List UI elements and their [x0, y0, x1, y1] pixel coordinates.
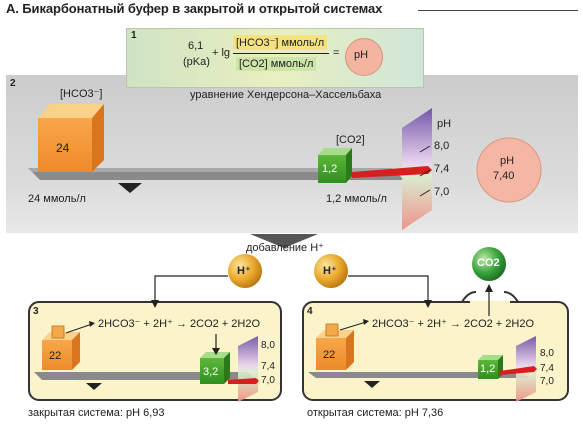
open-co2-top [478, 355, 503, 360]
ph-result-big-circle [476, 137, 542, 203]
closed-caption: закрытая система: pH 6,93 [28, 407, 165, 419]
closed-arrowhead-chip [89, 321, 95, 327]
open-co2-cube [478, 360, 498, 379]
open-arrowhead-chip [363, 319, 369, 325]
co2-cube-top [318, 148, 352, 155]
tick-8-0 [419, 145, 431, 153]
open-caption: открытая система: pH 7,36 [307, 407, 444, 419]
escape-lip-left [461, 291, 477, 303]
h-ion-ball-right [314, 254, 348, 288]
arrow-h-right [348, 275, 429, 302]
closed-co2-side [224, 352, 230, 384]
arrowhead-co2-up [485, 284, 493, 292]
closed-ph-strip [238, 336, 258, 402]
closed-reaction: 2HCO3⁻ + 2H⁺ → 2CO2 + 2H2O [98, 318, 261, 330]
co2-ball-label: CO2 [477, 257, 500, 269]
addition-label: добавление H⁺ [246, 242, 324, 254]
open-hco3-value: 22 [323, 349, 336, 361]
co2-concentration: 1,2 ммоль/л [326, 193, 387, 205]
hco3-cube [38, 118, 92, 172]
open-scale-7-4: 7,4 [540, 363, 554, 374]
h-ion-label-right: H⁺ [323, 265, 337, 277]
open-reaction: 2HCO3⁻ + 2H⁺ → 2CO2 + 2H2O [372, 318, 535, 330]
numerator: [HCO3⁻] ммоль/л [233, 35, 328, 50]
ph-result-label: pH [354, 49, 369, 61]
closed-hco3-chip [51, 325, 65, 339]
open-ph-pointer [500, 366, 537, 375]
co2-value: 1,2 [322, 163, 338, 175]
escape-lip-right [503, 291, 519, 303]
h-ion-label-left: H⁺ [237, 265, 251, 277]
co2-label: [CO2] [336, 134, 365, 146]
co2-cube [318, 155, 346, 183]
closed-co2-top [200, 352, 230, 358]
tick-7-4 [419, 169, 431, 177]
open-scale-8-0: 8,0 [540, 348, 554, 359]
open-hco3-cube [316, 338, 346, 370]
scale-label-7-0: 7,0 [434, 186, 450, 198]
arrow-h-left [154, 275, 228, 302]
hco3-label: [HCO3⁻] [60, 88, 103, 100]
pka-symbol: (pKa) [183, 56, 210, 68]
closed-hco3-value: 22 [49, 350, 62, 362]
closed-hco3-cube [42, 340, 72, 370]
down-arrow [250, 234, 318, 248]
hco3-value: 24 [56, 141, 70, 155]
co2-cube-side [346, 148, 352, 183]
closed-arrow-chip [65, 323, 93, 334]
closed-ph-pointer [228, 378, 259, 384]
panel-number-2: 2 [10, 78, 16, 89]
plus-lg: + lg [212, 47, 231, 59]
hco3-concentration: 24 ммоль/л [28, 193, 86, 205]
open-scale-7-0: 7,0 [540, 376, 554, 387]
closed-co2-value: 3,2 [203, 366, 219, 378]
closed-fulcrum [86, 383, 102, 390]
panel-number-3: 3 [33, 306, 39, 317]
denominator: [CO2] ммоль/л [236, 57, 317, 71]
ph-result-circle [345, 38, 383, 76]
arrowhead-h-left [151, 300, 159, 308]
open-beam [308, 372, 530, 378]
closed-scale-8-0: 8,0 [261, 340, 275, 351]
fulcrum [118, 183, 142, 193]
closed-arrowhead-down [212, 348, 220, 355]
open-fulcrum [364, 381, 380, 388]
open-co2-value: 1,2 [480, 363, 496, 375]
pka-value: 6,1 [188, 40, 204, 52]
panel-number-1: 1 [131, 30, 137, 41]
balance-beam-top [28, 168, 396, 172]
arrowhead-h-right [424, 300, 432, 308]
page-title: А. Бикарбонатный буфер в закрытой и откр… [6, 1, 383, 16]
hco3-cube-side [92, 104, 104, 172]
scale-label-7-4: 7,4 [434, 163, 450, 175]
h-ion-ball-left [228, 254, 262, 288]
panel-number-4: 4 [307, 306, 313, 317]
ph-scale-title: pH [437, 118, 452, 130]
closed-co2-cube [200, 358, 224, 384]
hco3-cube-top [38, 104, 104, 118]
ph-result-value: 7,40 [493, 170, 515, 182]
equals-sign: = [333, 47, 340, 59]
fraction-bar [233, 53, 329, 54]
open-hco3-side [346, 330, 354, 370]
open-hco3-chip [325, 323, 339, 337]
tick-7-0 [419, 189, 431, 197]
ph-pointer [352, 166, 432, 178]
closed-scale-7-4: 7,4 [261, 361, 275, 372]
closed-hco3-side [72, 332, 80, 370]
scale-label-8-0: 8,0 [434, 140, 450, 152]
open-arrow-chip [339, 321, 367, 331]
co2-ball [472, 247, 506, 281]
closed-scale-7-0: 7,0 [261, 375, 275, 386]
ph-result-title: pH [500, 155, 515, 167]
equation-caption: уравнение Хендерсона–Хассельбаха [190, 89, 382, 101]
title-rule [418, 10, 578, 11]
